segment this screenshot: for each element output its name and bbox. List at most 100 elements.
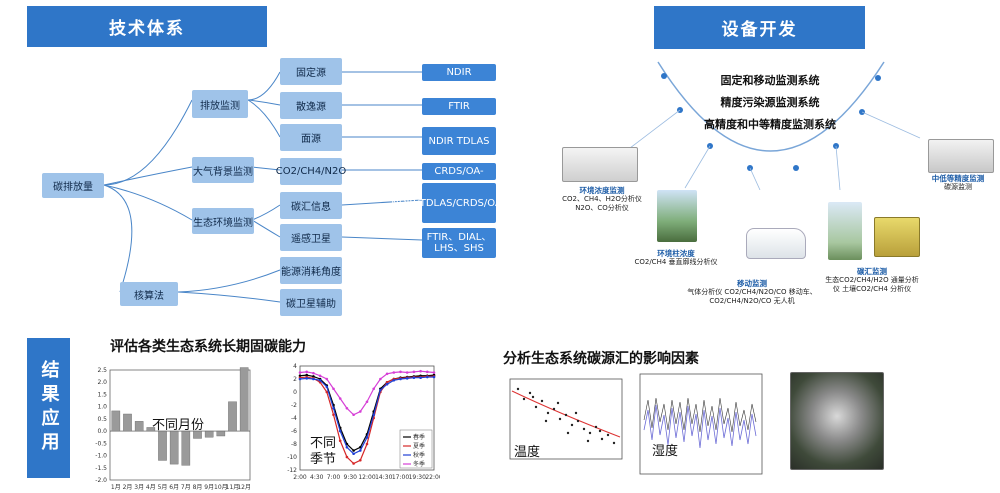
line-point	[392, 371, 396, 374]
result-application-label: 结果应用	[38, 360, 60, 456]
line-ytick-label: 0	[293, 389, 297, 396]
device-title-2: 环境柱浓度	[657, 249, 695, 258]
line-point	[305, 373, 308, 377]
line-point	[399, 377, 402, 381]
line-point	[359, 410, 362, 413]
line-point	[379, 377, 382, 381]
line-ytick-label: -2	[291, 402, 297, 409]
line-point	[312, 377, 315, 381]
line-ytick-label: 2	[293, 376, 297, 383]
bar-ytick-label: 2.5	[97, 367, 107, 374]
bar-mark	[123, 413, 132, 432]
line-ytick-label: -6	[291, 428, 297, 435]
line-xtick-label: 22:00	[425, 474, 440, 481]
line-legend-box	[399, 429, 433, 469]
bar-ytick-label: 2.0	[97, 379, 107, 386]
line-point	[405, 371, 409, 374]
bar-xtick-label: 7月	[181, 484, 191, 491]
line-point	[332, 387, 335, 391]
bar-xtick-label: 3月	[134, 484, 144, 491]
bar-mark	[134, 421, 144, 432]
node-ghg-gases: CO2/CH4/N2O	[276, 158, 346, 185]
bar-mark	[181, 430, 191, 466]
temperature-scatter-plot	[509, 378, 623, 460]
line-point	[352, 462, 355, 465]
scatter-overlay-label: 温度	[514, 445, 541, 460]
node-remote-tech: FTIR、DIAL、LHS、SHS	[422, 228, 496, 258]
device-title-4: 碳汇监测	[857, 267, 887, 276]
node-atmospheric-monitoring: 大气背景监测	[192, 157, 254, 183]
line-point	[332, 413, 335, 417]
device-arc	[629, 61, 921, 190]
bar-chart-overlay-label: 不同月份	[152, 418, 205, 433]
line-point	[318, 374, 322, 378]
node-ftir: FTIR	[422, 98, 496, 115]
line-point	[345, 445, 349, 449]
device-title-5: 中低等精度监测	[931, 174, 985, 183]
line-point	[325, 385, 329, 389]
line-point	[352, 449, 355, 452]
line-point	[385, 380, 389, 384]
bar-plot-frame	[109, 369, 251, 481]
line-point	[359, 449, 362, 452]
line-point	[298, 371, 302, 374]
node-fixed-source: 固定源	[280, 58, 342, 85]
line-ytick-label: -4	[291, 415, 297, 422]
node-ecological-monitoring: 生态环境监测	[192, 208, 254, 234]
bar-ytick-label: 1.5	[97, 391, 107, 398]
line-point	[432, 375, 436, 379]
line-point	[426, 370, 429, 374]
low-precision-analyzer-image	[928, 139, 994, 173]
line-xtick-label: 4:30	[310, 474, 324, 481]
line-xtick-label: 14:30	[375, 474, 392, 481]
line-xtick-label: 2:00	[293, 474, 307, 481]
line-point	[352, 452, 355, 456]
line-xtick-label: 7:00	[327, 474, 341, 481]
bar-xtick-label: 4月	[146, 484, 156, 491]
line-point	[318, 379, 322, 382]
left-chart-title: 评估各类生态系统长期固碳能力	[110, 339, 306, 355]
line-point	[312, 371, 315, 375]
line-point	[325, 377, 329, 381]
bar-xtick-label: 1月	[111, 484, 121, 491]
tech-system-banner: 技术体系	[27, 6, 267, 47]
bar-mark	[146, 427, 156, 432]
bar-mark	[216, 430, 226, 437]
line-ytick-label: 4	[293, 363, 297, 370]
line-point	[365, 436, 369, 439]
line-point	[379, 388, 382, 392]
mobile-vehicle-image	[746, 228, 806, 259]
system-line-3: 高精度和中等精度监测系统	[704, 118, 836, 131]
timeseries-overlay-label: 湿度	[652, 444, 679, 459]
line-point	[426, 375, 429, 379]
node-carbon-emission: 碳排放量	[42, 173, 104, 198]
legend-label: 秋季	[413, 451, 425, 459]
flux-tower-image	[828, 202, 862, 260]
line-point	[419, 369, 422, 373]
line-ytick-label: -10	[287, 454, 297, 461]
analyzer-rack-image	[562, 147, 638, 182]
line-point	[359, 445, 362, 449]
line-point	[345, 406, 349, 410]
line-point	[392, 379, 396, 382]
device-title-3: 移动监测	[737, 279, 767, 288]
bar-mark	[111, 410, 121, 432]
bar-xtick-label: 2月	[123, 484, 133, 491]
bar-ytick-label: -1.0	[95, 453, 107, 460]
tree-connectors	[103, 71, 423, 303]
device-caption-4: 碳汇监测 生态CO2/CH4/H2O 通量分析仪 土壤CO2/CH4 分析仪	[822, 267, 922, 294]
bar-mark	[204, 430, 214, 438]
soil-analyzer-image	[874, 217, 920, 257]
bar-ytick-label: -2.0	[95, 477, 107, 484]
line-xtick-label: 17:00	[392, 474, 409, 481]
node-carbon-satellite: 碳卫星辅助	[280, 289, 342, 316]
bar-xtick-label: 6月	[169, 484, 179, 491]
line-point	[432, 371, 436, 374]
node-emission-monitoring: 排放监测	[192, 90, 248, 118]
result-application-banner: 结果应用	[27, 338, 70, 478]
node-fugitive-source: 散逸源	[280, 92, 342, 119]
device-desc-1: CO2、CH4、H2O分析仪 N2O、CO分析仪	[562, 195, 642, 212]
line-point	[325, 390, 329, 394]
line-point	[332, 406, 335, 410]
